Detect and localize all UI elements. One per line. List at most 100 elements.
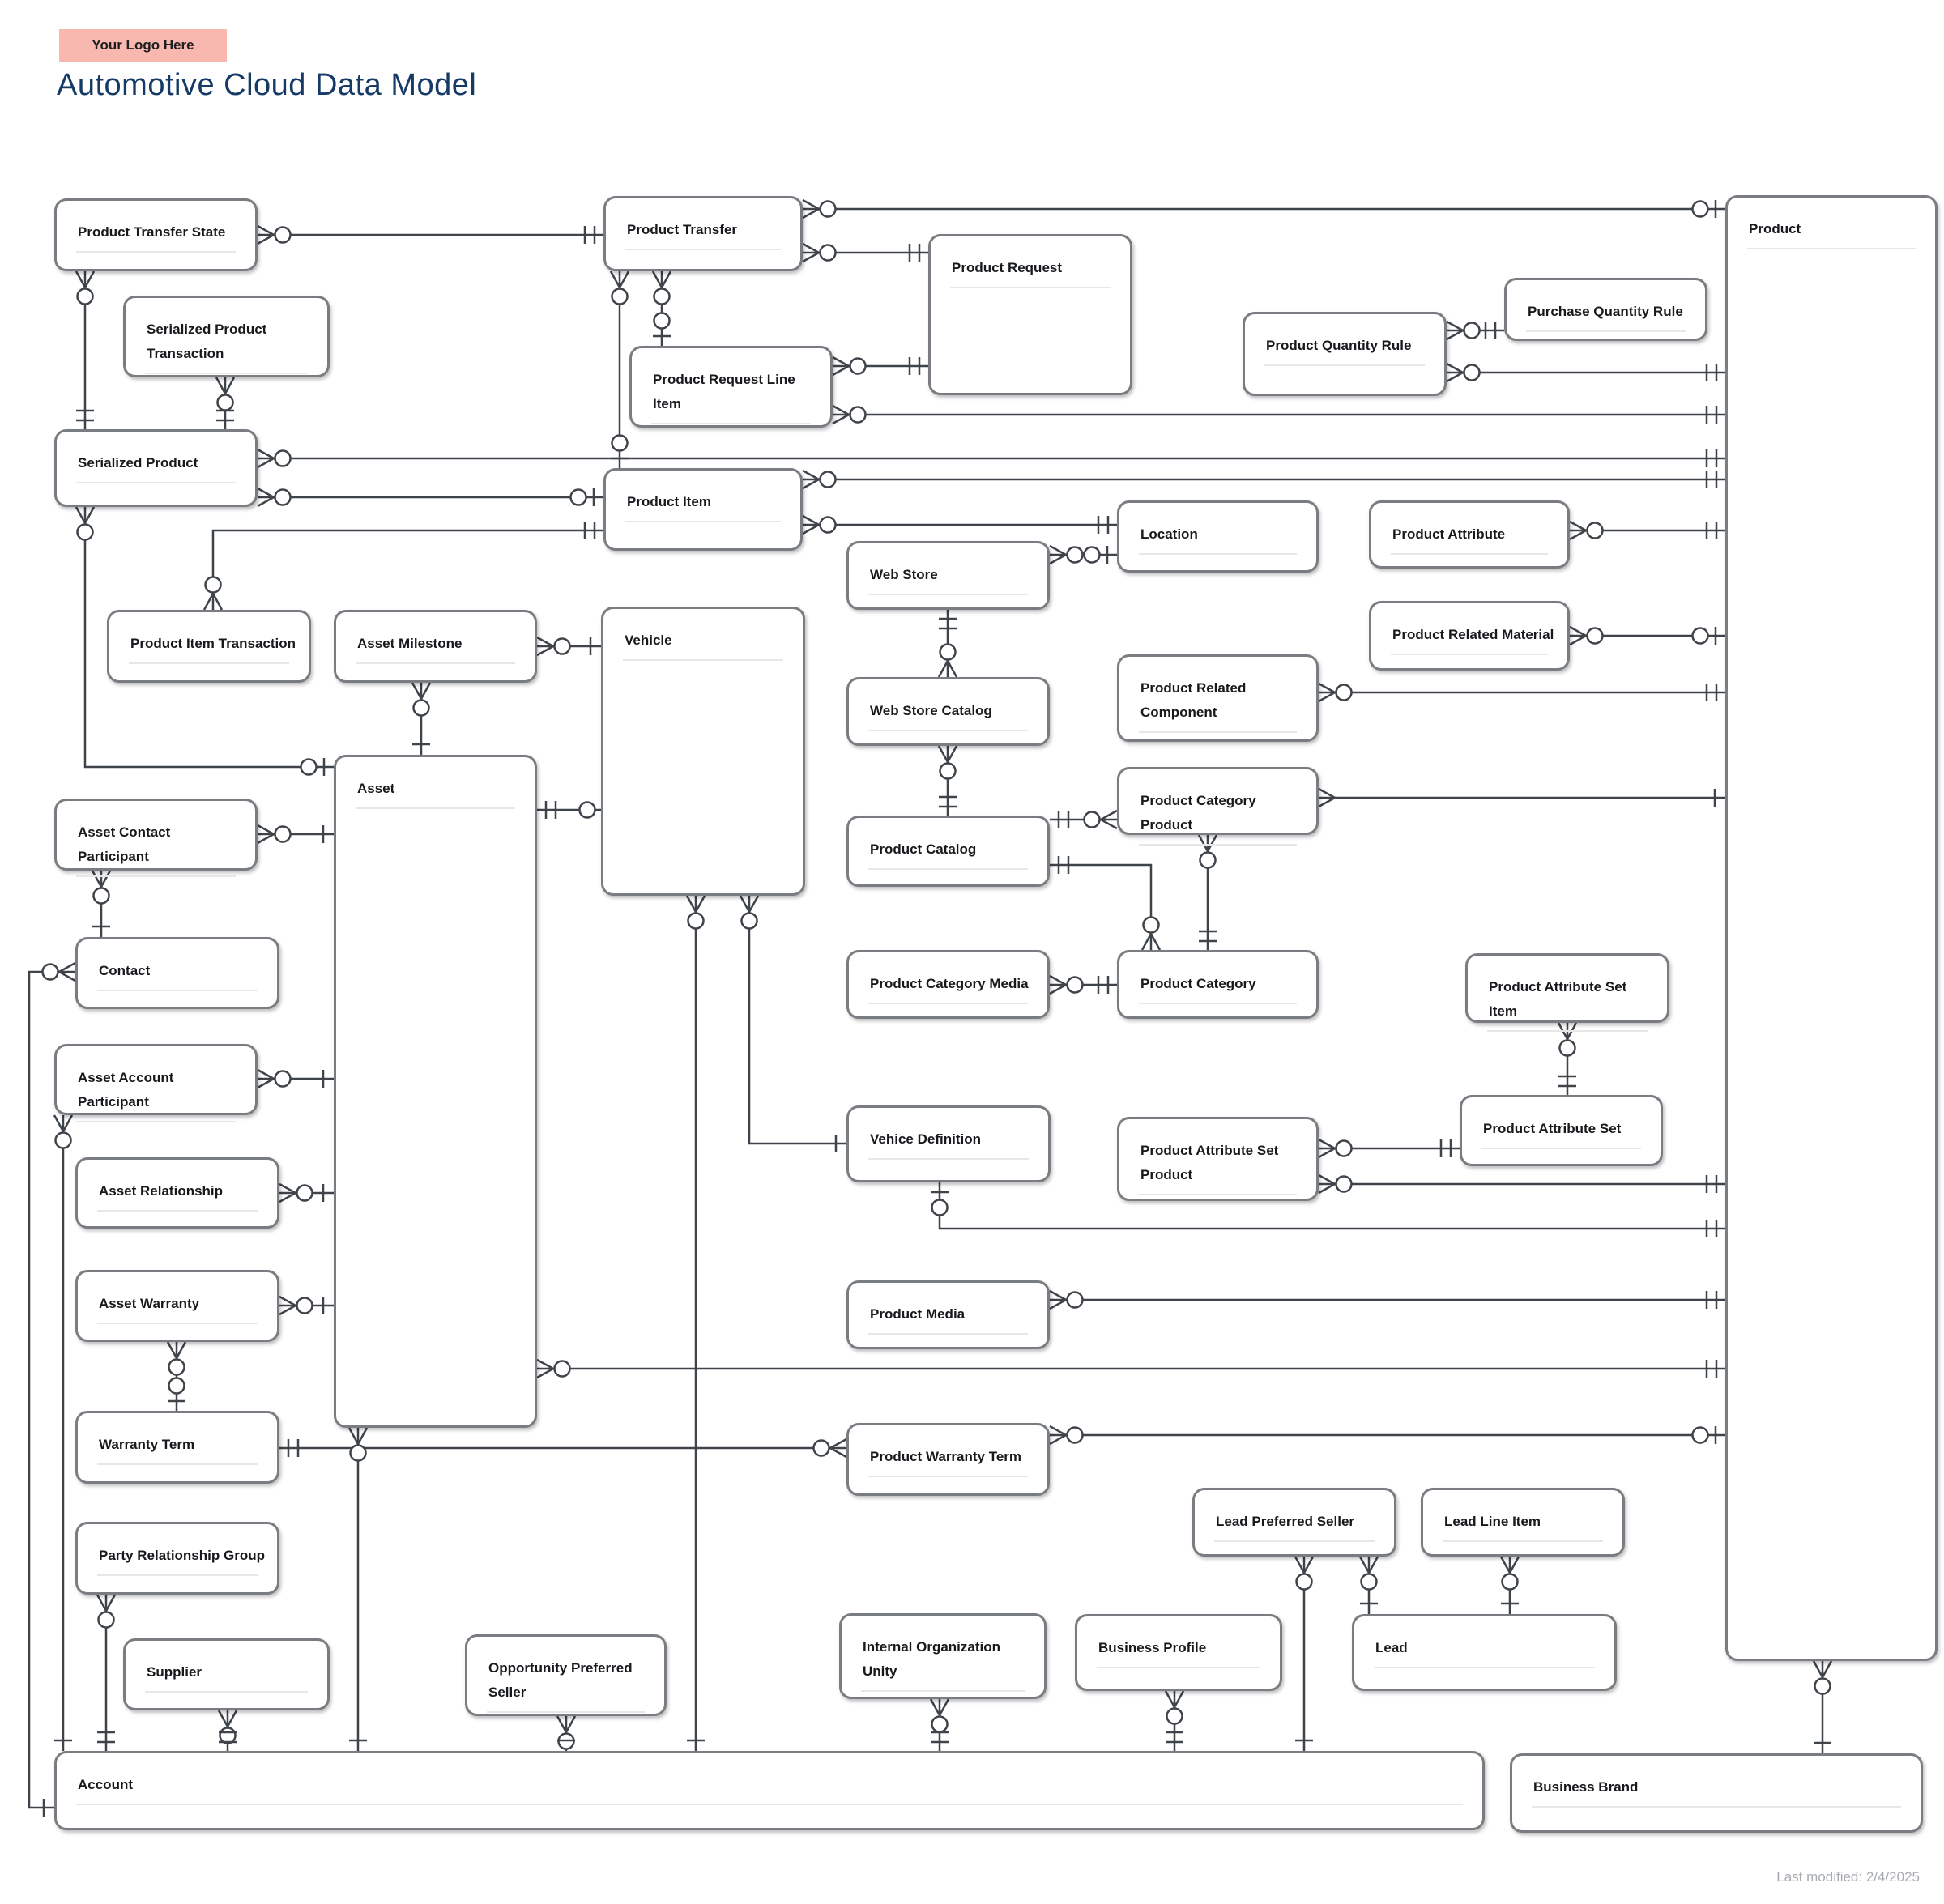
connector-vehicle-definition--product <box>931 1182 1725 1237</box>
entity-web-store-catalog[interactable]: Web Store Catalog <box>846 677 1050 746</box>
connector-asset--account <box>347 1427 369 1751</box>
entity-purchase-quantity-rule[interactable]: Purchase Quantity Rule <box>1504 278 1707 341</box>
entity-serialized-product-transaction[interactable]: Serialized Product Transaction <box>123 296 330 377</box>
entity-serialized-product[interactable]: Serialized Product <box>54 429 258 507</box>
entity-opportunity-preferred-seller[interactable]: Opportunity Preferred Seller <box>465 1634 667 1716</box>
entity-vehicle[interactable]: Vehicle <box>601 607 805 896</box>
entity-label-product-media: Product Media <box>870 1306 966 1322</box>
connector-lead-preferred-seller--account <box>1294 1556 1315 1751</box>
entity-label-supplier: Supplier <box>147 1664 202 1680</box>
entity-title-divider <box>1139 731 1297 733</box>
entity-product-media[interactable]: Product Media <box>846 1280 1050 1349</box>
entity-title-divider <box>129 662 289 664</box>
entity-label-business-profile: Business Profile <box>1098 1640 1207 1655</box>
entity-account[interactable]: Account <box>54 1751 1485 1830</box>
entity-product-category-product[interactable]: Product Category Product <box>1117 767 1319 846</box>
entity-title-divider <box>950 287 1111 288</box>
entity-title-divider <box>868 1158 1029 1160</box>
connector-web-store--location <box>1049 544 1117 565</box>
entity-product-warranty-term[interactable]: Product Warranty Term <box>846 1423 1050 1496</box>
entity-product-category[interactable]: Product Category <box>1117 950 1319 1019</box>
connector-product-related-material--product <box>1569 625 1725 646</box>
entity-title-divider <box>1391 553 1548 555</box>
entity-lead[interactable]: Lead <box>1352 1614 1617 1691</box>
connector-product--business-brand <box>1812 1660 1833 1753</box>
entity-asset-account-participant[interactable]: Asset Account Participant <box>54 1044 258 1122</box>
entity-location[interactable]: Location <box>1117 500 1319 573</box>
connector-lead-line-item--lead <box>1499 1556 1520 1614</box>
entity-product-category-media[interactable]: Product Category Media <box>846 950 1050 1019</box>
connector-serialized-product--product-item <box>257 487 603 508</box>
entity-contact[interactable]: Contact <box>75 937 279 1009</box>
connector-product-transfer-state--serialized-product <box>75 270 96 429</box>
entity-label-warranty-term: Warranty Term <box>99 1437 195 1452</box>
entity-business-profile[interactable]: Business Profile <box>1075 1614 1282 1691</box>
entity-asset-milestone[interactable]: Asset Milestone <box>334 610 537 683</box>
connector-opportunity-preferred-seller--account <box>556 1715 577 1751</box>
connector-serialized-product--asset <box>75 506 334 776</box>
entity-product-transfer[interactable]: Product Transfer <box>603 196 803 271</box>
entity-internal-organization-unity[interactable]: Internal Organization Unity <box>839 1613 1047 1699</box>
entity-warranty-term[interactable]: Warranty Term <box>75 1411 279 1484</box>
entity-business-brand[interactable]: Business Brand <box>1510 1753 1923 1833</box>
entity-product-request-line-item[interactable]: Product Request Line Item <box>629 346 833 428</box>
connector-product-item--product-item-transaction <box>202 522 603 611</box>
entity-title-divider <box>1139 553 1297 555</box>
entity-title-divider <box>625 249 781 250</box>
entity-supplier[interactable]: Supplier <box>123 1638 330 1710</box>
entity-label-serialized-product-transaction: Serialized Product Transaction <box>147 322 267 361</box>
entity-product-request[interactable]: Product Request <box>928 234 1132 395</box>
entity-product-attribute-set-item[interactable]: Product Attribute Set Item <box>1465 953 1669 1032</box>
entity-product-related-component[interactable]: Product Related Component <box>1117 654 1319 742</box>
connector-supplier--account <box>217 1710 238 1751</box>
entity-product-attribute[interactable]: Product Attribute <box>1369 500 1570 569</box>
connector-asset-milestone--asset <box>411 682 432 755</box>
entity-lead-line-item[interactable]: Lead Line Item <box>1421 1488 1625 1557</box>
entity-product-related-material[interactable]: Product Related Material <box>1369 601 1570 671</box>
entity-label-asset-warranty: Asset Warranty <box>99 1296 200 1311</box>
entity-title-divider <box>76 251 236 253</box>
entity-label-product-request: Product Request <box>952 260 1063 275</box>
entity-title-divider <box>97 1323 258 1324</box>
entity-label-product-category: Product Category <box>1140 976 1256 991</box>
entity-title-divider <box>487 1711 645 1713</box>
connector-web-store--web-store-catalog <box>937 610 958 678</box>
entity-party-relationship-group[interactable]: Party Relationship Group <box>75 1522 279 1595</box>
entity-label-product-attribute-set: Product Attribute Set <box>1483 1121 1622 1136</box>
entity-lead-preferred-seller[interactable]: Lead Preferred Seller <box>1192 1488 1396 1557</box>
entity-label-lead-preferred-seller: Lead Preferred Seller <box>1216 1514 1355 1529</box>
entity-web-store[interactable]: Web Store <box>846 541 1050 610</box>
entity-label-product-item-transaction: Product Item Transaction <box>130 636 296 651</box>
entity-asset[interactable]: Asset <box>334 755 537 1428</box>
entity-title-divider <box>1481 1148 1641 1149</box>
entity-label-vehicle-definition: Vehice Definition <box>870 1131 981 1147</box>
connector-product-quantity-rule--purchase-quantity-rule <box>1446 320 1504 341</box>
entity-title-divider <box>868 868 1028 870</box>
entity-label-product-transfer: Product Transfer <box>627 222 738 237</box>
entity-product-item[interactable]: Product Item <box>603 468 803 551</box>
entity-title-divider <box>868 730 1028 731</box>
entity-label-party-relationship-group: Party Relationship Group <box>99 1548 265 1563</box>
entity-product-item-transaction[interactable]: Product Item Transaction <box>107 610 311 683</box>
connector-contact--account <box>28 961 76 1817</box>
entity-label-serialized-product: Serialized Product <box>78 455 198 471</box>
entity-product-attribute-set[interactable]: Product Attribute Set <box>1460 1095 1663 1166</box>
entity-product-catalog[interactable]: Product Catalog <box>846 816 1050 887</box>
entity-product-transfer-state[interactable]: Product Transfer State <box>54 198 258 271</box>
entity-vehicle-definition[interactable]: Vehice Definition <box>846 1105 1051 1182</box>
connector-asset--product <box>536 1358 1725 1379</box>
entity-asset-warranty[interactable]: Asset Warranty <box>75 1270 279 1342</box>
entity-label-product-related-material: Product Related Material <box>1392 627 1554 642</box>
entity-product-quantity-rule[interactable]: Product Quantity Rule <box>1243 312 1447 396</box>
entity-asset-contact-participant[interactable]: Asset Contact Participant <box>54 799 258 877</box>
entity-title-divider <box>76 482 236 483</box>
connector-asset-relationship--asset <box>279 1182 334 1203</box>
connector-product-category-media--product-category <box>1049 974 1117 995</box>
entity-product-attribute-set-product[interactable]: Product Attribute Set Product <box>1117 1117 1319 1201</box>
entity-product[interactable]: Product <box>1725 195 1938 1661</box>
entity-title-divider <box>356 662 515 664</box>
entity-title-divider <box>1097 1667 1260 1668</box>
entity-label-product-warranty-term: Product Warranty Term <box>870 1449 1022 1464</box>
entity-asset-relationship[interactable]: Asset Relationship <box>75 1157 279 1229</box>
